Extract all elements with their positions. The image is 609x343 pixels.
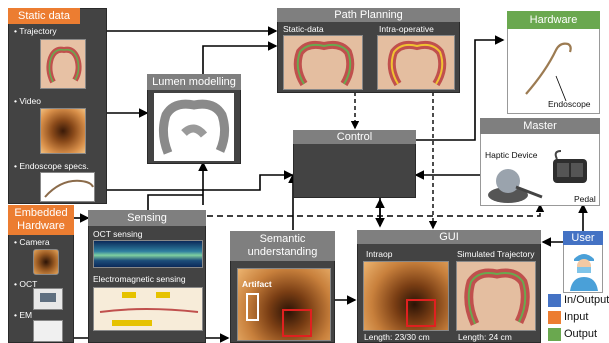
video-frame-image [40,108,86,154]
endoscope-icon [516,36,586,101]
semantic-frame-image: Artifact [237,268,331,341]
lumen-modelling-title: Lumen modelling [147,74,241,90]
path-planning-panel: Path Planning Static-data Intra-operativ… [277,8,460,93]
legend-input-label: Input [564,311,588,323]
embedded-item-em: • EM [14,310,32,320]
hardware-title: Hardware [507,11,600,29]
static-data-title: Static data [8,8,80,24]
static-data-item-trajectory: • Trajectory [14,26,57,36]
hardware-caption: Endoscope [548,99,591,109]
colon-path-static-icon [284,36,363,90]
master-pedal-label: Pedal [574,194,596,204]
detection-box [282,309,312,337]
gui-simulated-label: Simulated Trajectory [457,249,534,259]
oct-scan-image [93,240,203,268]
sensing-oct-label: OCT sensing [93,229,142,239]
intraop-path-image [377,35,455,90]
colon-path-intraop-icon [378,36,455,90]
master-panel: Master Haptic Device Pedal [480,118,600,206]
path-planning-title: Path Planning [277,8,460,22]
path-planning-static-label: Static-data [283,24,324,34]
endoscope-specs-image [40,172,95,202]
lumen-model-image [154,93,234,161]
gui-length-simulated: Length: 24 cm [458,332,512,342]
control-title: Control [293,130,416,144]
legend-output-swatch [548,328,561,341]
legend-output-label: Output [564,328,597,340]
em-device-image [33,320,63,342]
hardware-panel: Hardware Endoscope [507,11,600,114]
gui-length-intraop: Length: 23/30 cm [364,332,430,342]
sensing-em-label: Electromagnetic sensing [93,274,186,284]
gui-detection-box [406,299,436,327]
lumen-modelling-panel: Lumen modelling [147,74,241,164]
embedded-item-camera: • Camera [14,237,50,247]
artifact-label: Artifact [242,279,272,289]
gui-simulated-image [456,261,536,331]
colon-trajectory-icon [41,40,86,89]
em-sensor-body-icon [94,288,203,331]
gui-panel: GUI Intraop Simulated Trajectory Length:… [357,230,541,343]
gui-title: GUI [357,230,541,244]
static-data-item-video: • Video [14,96,41,106]
camera-image [33,249,59,275]
static-data-item-endoscope-specs: • Endoscope specs. [14,161,89,171]
pedal-icon [549,149,591,187]
haptic-device-icon [486,161,546,205]
user-panel: User [563,231,603,293]
gui-intraop-label: Intraop [366,249,392,259]
legend-input-swatch [548,311,561,324]
oct-device-image [33,288,63,310]
endoscope-curve-icon [41,173,95,202]
master-haptic-label: Haptic Device [485,150,537,160]
gui-intraop-image [363,261,449,331]
surgeon-icon [568,247,600,291]
control-panel: Control [293,130,416,198]
em-sensing-image [93,287,203,331]
legend-inout-label: In/Output [564,294,609,306]
legend-inout-swatch [548,294,561,307]
path-planning-intraop-label: Intra-operative [379,24,434,34]
trajectory-image [40,39,86,89]
static-path-image [283,35,363,90]
master-title: Master [480,118,600,134]
user-title: User [563,231,603,245]
artifact-box [246,293,259,321]
sensing-title: Sensing [88,210,206,226]
sensing-panel: Sensing OCT sensing Electromagnetic sens… [88,210,206,343]
colon-simulated-icon [457,262,536,331]
colon-3d-model-icon [154,93,234,161]
static-data-panel: Static data • Trajectory • Video • Endos… [8,8,107,204]
